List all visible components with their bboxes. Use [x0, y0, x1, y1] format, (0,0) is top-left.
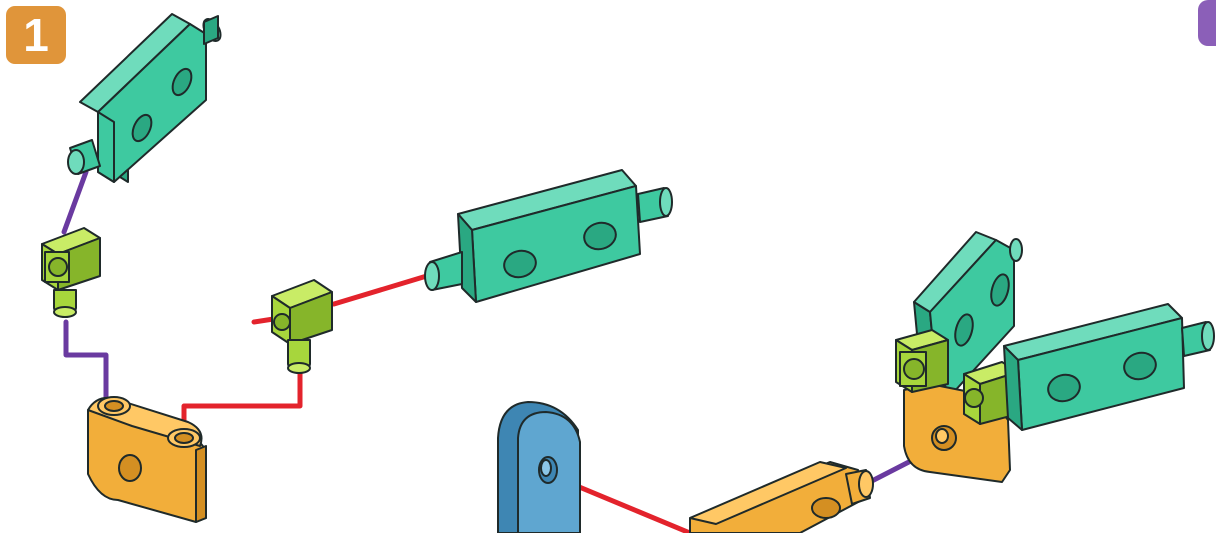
orange-bar-bottom	[690, 462, 873, 533]
orange-pivot-left	[88, 397, 206, 522]
green-connector-middle	[425, 170, 672, 302]
lime-cube-middle	[272, 280, 332, 373]
green-connector-top-left	[68, 14, 224, 182]
assembled-group-right	[896, 232, 1214, 482]
red-guide-line-left	[184, 372, 300, 440]
purple-guide-line-left	[66, 322, 106, 405]
lime-cube-left	[42, 228, 100, 317]
purple-guide-line-top-left	[64, 172, 86, 232]
blue-arm	[498, 402, 580, 533]
